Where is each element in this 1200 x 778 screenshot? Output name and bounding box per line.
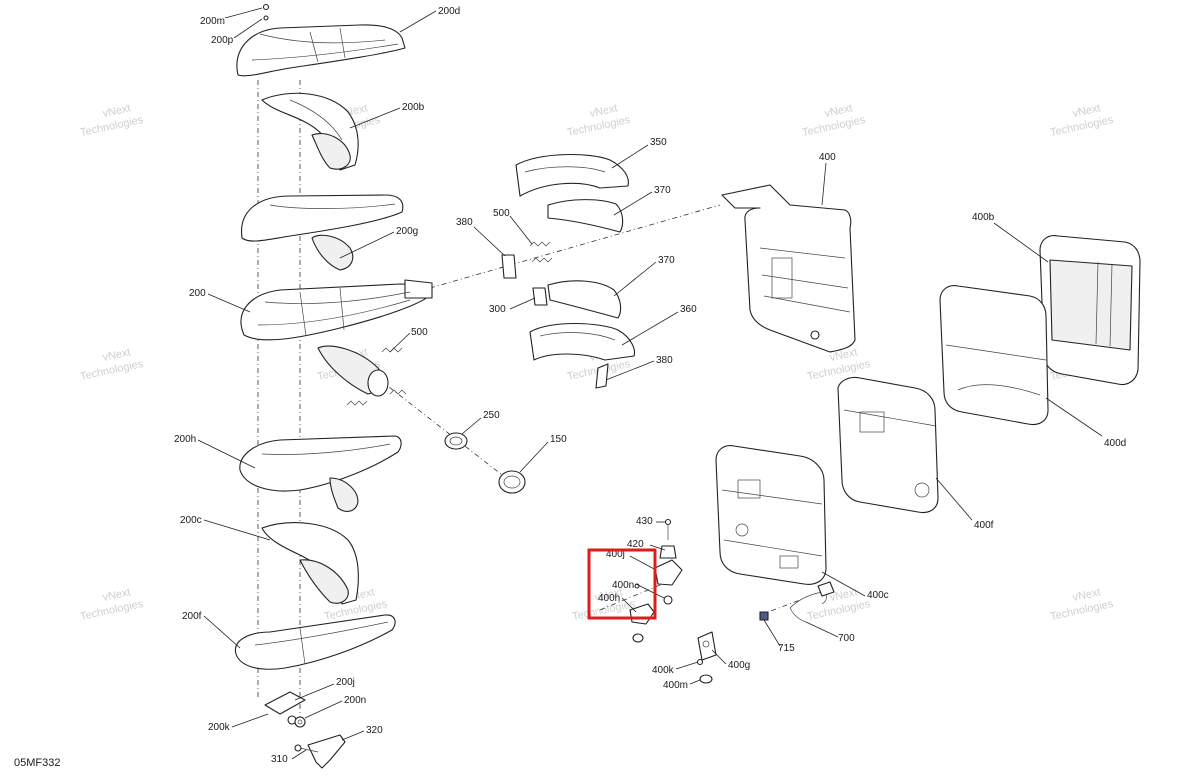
- callout-360: 360: [680, 304, 697, 315]
- part-200d-upper-cover[interactable]: [236, 24, 406, 77]
- part-400g-bracket[interactable]: [697, 631, 717, 661]
- callout-400c: 400c: [867, 590, 889, 601]
- part-420-grommet[interactable]: [659, 545, 677, 559]
- callout-400d: 400d: [1104, 438, 1126, 449]
- part-400-muffler[interactable]: [721, 184, 856, 353]
- highlight-box: [587, 548, 657, 620]
- part-200h-lower-shield[interactable]: [239, 435, 402, 512]
- watermark-line-1: vNext: [102, 586, 132, 604]
- callout-500-left: 500: [411, 327, 428, 338]
- callout-150: 150: [550, 434, 567, 445]
- diagram-code: 05MF332: [14, 757, 60, 769]
- part-200b-heat-shield[interactable]: [261, 92, 359, 171]
- callout-400g: 400g: [728, 660, 750, 671]
- part-200c-inner-shield[interactable]: [261, 522, 359, 605]
- callout-500-center: 500: [493, 208, 510, 219]
- part-715-nut[interactable]: [759, 611, 769, 621]
- part-380-clamp-lower[interactable]: [595, 363, 609, 389]
- watermark-line-1: vNext: [589, 102, 619, 120]
- part-200j-bracket[interactable]: [264, 691, 306, 725]
- watermark-line-1: vNext: [102, 346, 132, 364]
- callout-370-lower: 370: [658, 255, 675, 266]
- callout-400h: 400h: [598, 593, 620, 604]
- part-370-sleeve-lower[interactable]: [547, 280, 622, 319]
- callout-380-upper: 380: [456, 217, 473, 228]
- callout-380-lower: 380: [656, 355, 673, 366]
- part-400k-bolt[interactable]: [696, 658, 704, 666]
- watermark-line-1: vNext: [594, 586, 624, 604]
- part-430-screw[interactable]: [664, 518, 672, 541]
- callout-420: 420: [627, 539, 644, 550]
- callout-250: 250: [483, 410, 500, 421]
- part-700-sensor[interactable]: [789, 581, 835, 623]
- leader-lines: [197, 7, 1103, 760]
- part-500-spring-center[interactable]: [529, 241, 553, 263]
- callout-200b: 200b: [402, 102, 425, 113]
- callout-200: 200: [189, 288, 206, 299]
- part-400b-rear-shield[interactable]: [1039, 235, 1141, 386]
- callout-320: 320: [366, 725, 383, 736]
- part-200m-screw[interactable]: [262, 3, 270, 21]
- callout-400n: 400n: [612, 580, 634, 591]
- part-350-inlet-pipe[interactable]: [515, 154, 629, 197]
- callout-400f: 400f: [974, 520, 994, 531]
- callout-200c: 200c: [180, 515, 202, 526]
- part-360-outlet-pipe[interactable]: [529, 322, 636, 361]
- part-380-clamp-upper[interactable]: [501, 254, 517, 279]
- part-320-support-bracket[interactable]: [307, 734, 346, 769]
- callout-200f: 200f: [182, 611, 202, 622]
- callout-300: 300: [489, 304, 506, 315]
- watermark-line-1: vNext: [824, 102, 854, 120]
- part-400n-washer[interactable]: [634, 583, 673, 605]
- callout-400k: 400k: [652, 665, 675, 676]
- part-200-tuned-pipe[interactable]: [240, 279, 433, 397]
- part-310-bolt[interactable]: [294, 744, 319, 753]
- callout-200g: 200g: [396, 226, 418, 237]
- callout-700: 700: [838, 633, 855, 644]
- watermark-line-1: vNext: [829, 586, 859, 604]
- callout-labels: 200m 200p 200d 200b 200g 200 500 200h 20…: [174, 6, 1126, 765]
- callout-370-upper: 370: [654, 185, 671, 196]
- callout-200d: 200d: [438, 6, 460, 17]
- part-150-ring[interactable]: [498, 470, 526, 494]
- callout-200j: 200j: [336, 677, 355, 688]
- callout-400b: 400b: [972, 212, 995, 223]
- part-400c-front-shield[interactable]: [715, 445, 827, 585]
- part-370-sleeve-upper[interactable]: [547, 199, 624, 233]
- part-400d-outer-cover[interactable]: [939, 285, 1049, 426]
- callout-200p: 200p: [211, 35, 234, 46]
- part-300-coupler[interactable]: [532, 287, 548, 306]
- callout-310: 310: [271, 754, 288, 765]
- watermark-line-1: vNext: [1072, 586, 1102, 604]
- callout-430: 430: [636, 516, 653, 527]
- callout-200m: 200m: [200, 16, 225, 27]
- part-200f-lower-cover[interactable]: [234, 614, 396, 670]
- callout-400: 400: [819, 152, 836, 163]
- callout-200n: 200n: [344, 695, 366, 706]
- callout-200k: 200k: [208, 722, 231, 733]
- callout-350: 350: [650, 137, 667, 148]
- watermark-line-1: vNext: [1072, 102, 1102, 120]
- part-200g-cover[interactable]: [241, 194, 404, 271]
- part-250-gasket[interactable]: [444, 432, 468, 450]
- part-400f-front-cover[interactable]: [837, 376, 939, 514]
- callout-200h: 200h: [174, 434, 196, 445]
- callout-400j: 400j: [606, 549, 625, 560]
- part-200n-grommet[interactable]: [294, 716, 306, 728]
- watermark-line-1: vNext: [102, 102, 132, 120]
- part-400j-bracket[interactable]: [654, 559, 683, 586]
- assembly-centerlines: [257, 80, 801, 720]
- part-400m-grommet[interactable]: [699, 674, 713, 684]
- callout-400m: 400m: [663, 680, 688, 691]
- callout-715: 715: [778, 643, 795, 654]
